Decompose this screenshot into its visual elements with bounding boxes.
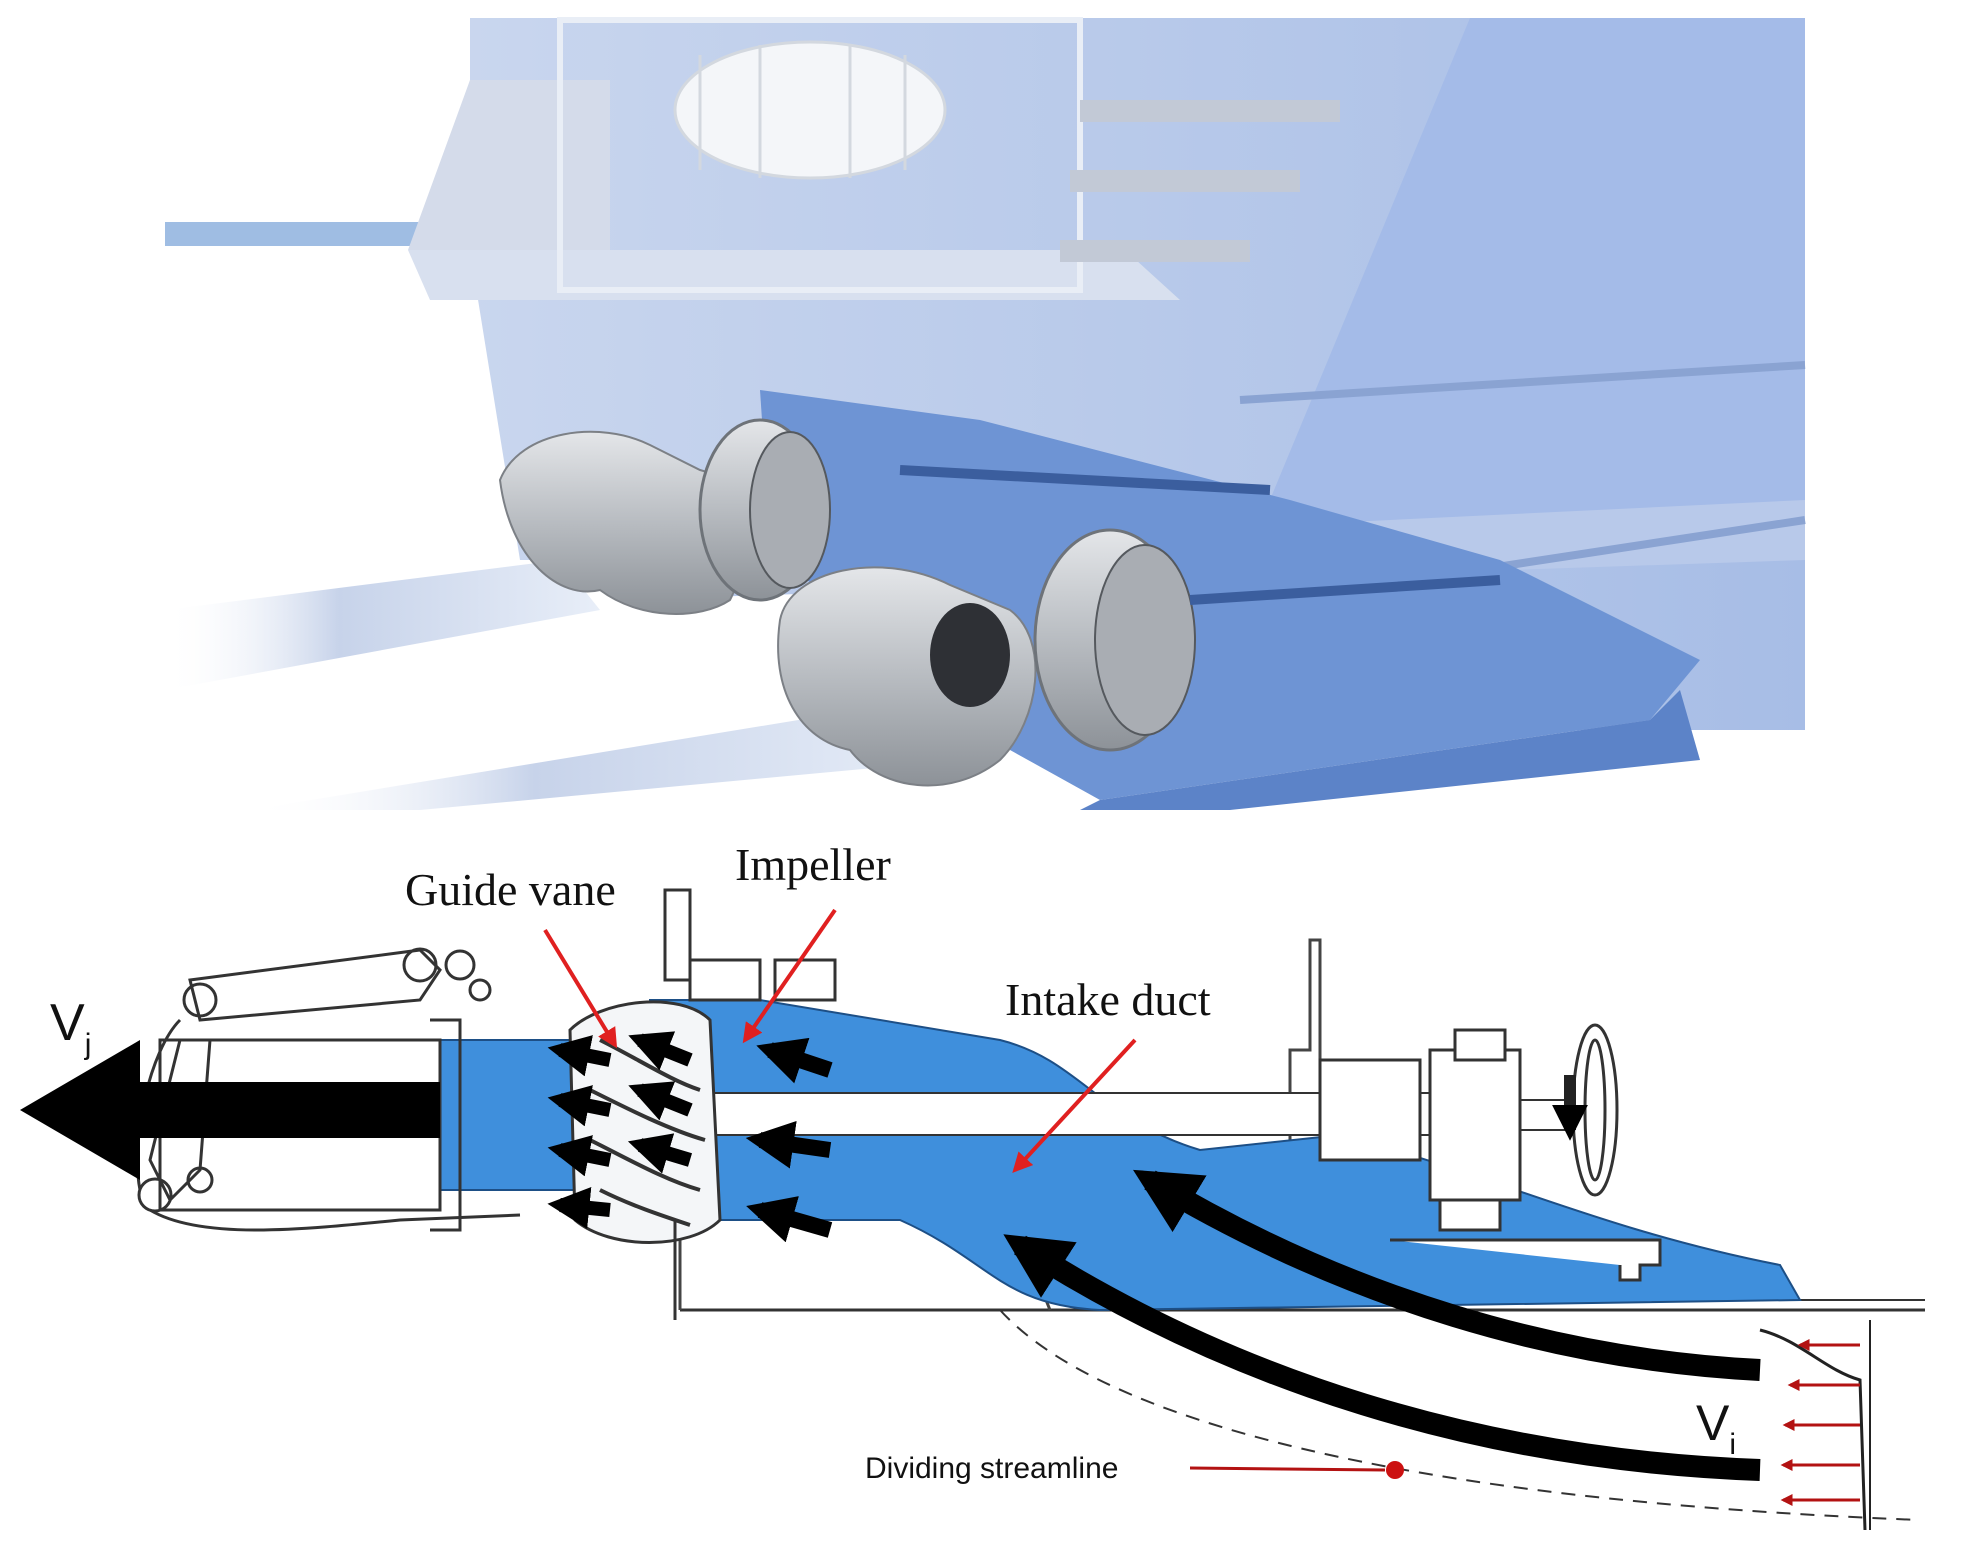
dividing-streamline-leader [1189,1466,1386,1472]
water-spray-lower [250,700,960,810]
liferaft-capsule [673,40,947,180]
waterjet-unit-upper [498,418,831,615]
impeller-label: Impeller [735,839,891,890]
guide-vane-label: Guide vane [405,864,616,915]
duct-flow-arrows [745,1037,833,1243]
jet-outflow-arrow [20,1040,440,1180]
intake-duct-label: Intake duct [1005,974,1211,1025]
intake-duct-pointer [1012,1038,1137,1173]
hull-side-panel [1245,18,1805,560]
inflow-velocity-label: Vi [1696,1395,1736,1461]
impeller-pointer [742,908,837,1044]
guide-vane-flow-arrows [547,1031,693,1229]
dividing-streamline-marker [1386,1461,1404,1479]
water-line [165,222,435,246]
dividing-streamline-label: Dividing streamline [865,1452,1118,1485]
deck-structure [408,80,610,250]
dividing-streamline-curve [999,1309,1921,1521]
waterjet-cross-section-diagram: Guide vane Impeller Intake duct Vj Vi Di… [20,839,1925,1531]
water-spray-upper [165,560,600,690]
waterjet-unit-lower [777,528,1196,787]
guide-vane-pointer [543,928,618,1049]
jet-velocity-label: Vj [50,994,91,1061]
inflow-velocity-profile [1759,1320,1871,1531]
gearbox [1318,1023,1662,1282]
inflow-streamlines [1003,1169,1761,1481]
railing [557,17,1083,293]
waterjet-render-illustration [165,17,1806,810]
